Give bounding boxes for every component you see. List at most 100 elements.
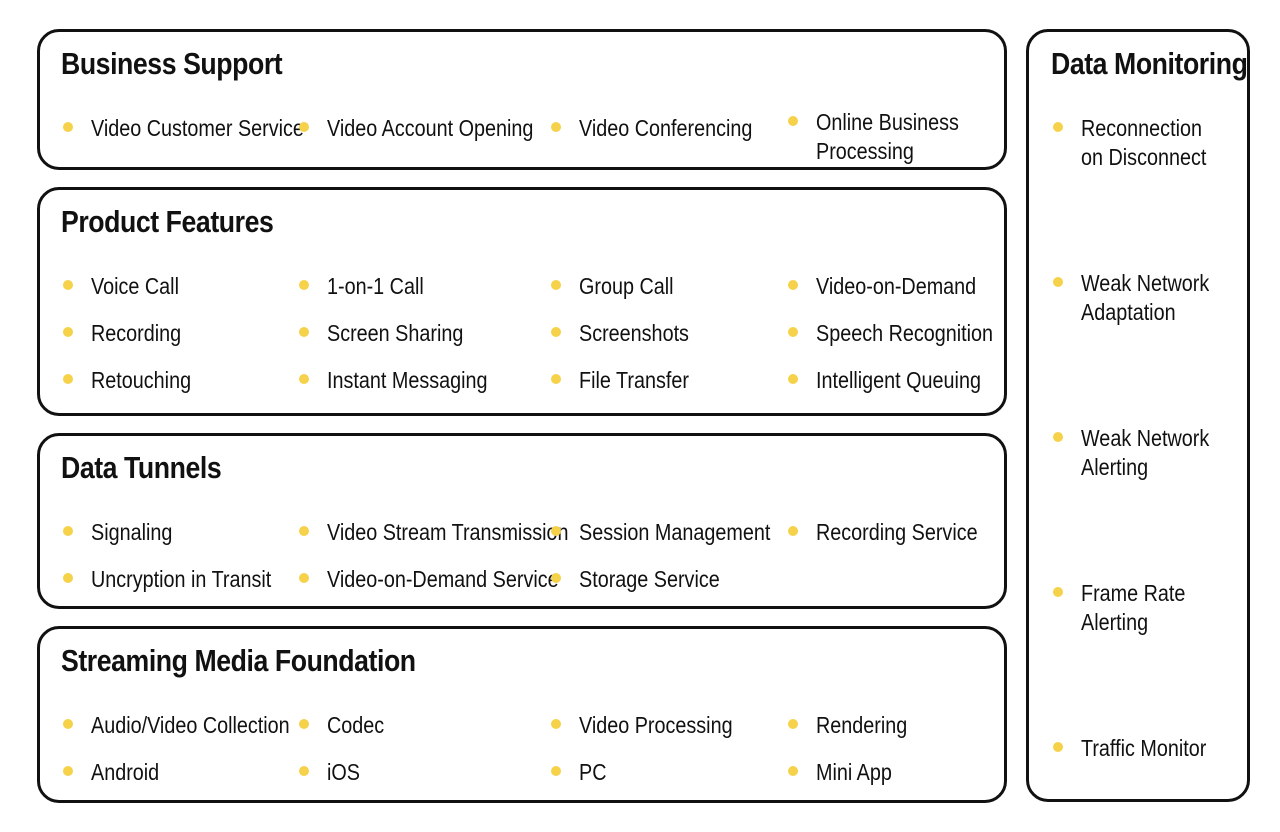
data-monitoring-panel: Data Monitoring Reconnection on Disconne… [1026,29,1250,802]
item-label: Uncryption in Transit [91,566,272,592]
item-label: Video-on-Demand Service [327,566,559,592]
bullet-icon [551,327,561,337]
bullet-icon [788,374,798,384]
streaming-media-foundation-panel: Streaming Media Foundation Audio/Video C… [37,626,1007,803]
list-item: Audio/Video Collection [63,711,322,740]
list-item: Screenshots [551,319,707,348]
item-label: Retouching [91,367,192,393]
item-label: Voice Call [91,273,179,299]
item-label: Audio/Video Collection [91,712,290,738]
list-item: Traffic Monitor [1053,734,1227,763]
bullet-icon [788,280,798,290]
item-label: Weak Network Adaptation [1081,270,1210,325]
bullet-icon [63,374,73,384]
bullet-icon [63,526,73,536]
list-item: Signaling [63,518,186,547]
bullet-icon [551,766,561,776]
list-item: Retouching [63,366,207,395]
list-item: PC [551,758,611,787]
list-item: Session Management [551,518,801,547]
bullet-icon [299,280,309,290]
item-label: Video Account Opening [327,115,534,141]
item-label: PC [579,759,607,785]
item-label: Online Business Processing [816,109,959,164]
bullet-icon [788,719,798,729]
list-item: Recording [63,319,196,348]
item-label: Video Conferencing [579,115,753,141]
item-label: Frame Rate Alerting [1081,580,1186,635]
bullet-icon [63,122,73,132]
item-label: File Transfer [579,367,689,393]
bullet-icon [788,766,798,776]
bullet-icon [1053,277,1063,287]
item-label: Video Stream Transmission [327,519,569,545]
list-item: Rendering [788,711,922,740]
item-label: Instant Messaging [327,367,488,393]
list-item: Video Stream Transmission [299,518,608,547]
bullet-icon [551,573,561,583]
bullet-icon [299,766,309,776]
bullet-icon [551,719,561,729]
list-item: Instant Messaging [299,366,514,395]
item-label: Video Processing [579,712,733,738]
bullet-icon [1053,432,1063,442]
item-label: Mini App [816,759,892,785]
panel-title: Data Monitoring [1051,46,1248,81]
item-label: Storage Service [579,566,720,592]
bullet-icon [63,327,73,337]
list-item: Frame Rate Alerting [1053,579,1202,637]
bullet-icon [551,280,561,290]
item-label: Recording Service [816,519,978,545]
bullet-icon [299,374,309,384]
bullet-icon [551,374,561,384]
panel-title: Streaming Media Foundation [61,643,416,678]
item-label: Speech Recognition [816,320,994,346]
list-item: Uncryption in Transit [63,565,301,594]
item-label: Signaling [91,519,173,545]
list-item: Codec [299,711,393,740]
item-label: 1-on-1 Call [327,273,424,299]
item-label: Android [91,759,160,785]
item-label: Session Management [579,519,771,545]
list-item: Screen Sharing [299,319,486,348]
list-item: Speech Recognition [788,319,1022,348]
bullet-icon [788,526,798,536]
bullet-icon [63,573,73,583]
list-item: iOS [299,758,365,787]
product-features-panel: Product Features Voice Call 1-on-1 Call … [37,187,1007,416]
bullet-icon [551,122,561,132]
bullet-icon [788,327,798,337]
item-label: Traffic Monitor [1081,735,1207,761]
list-item: Weak Network Adaptation [1053,269,1230,327]
bullet-icon [299,573,309,583]
list-item: Android [63,758,170,787]
list-item: Mini App [788,758,904,787]
bullet-icon [551,526,561,536]
list-item: 1-on-1 Call [299,272,440,301]
bullet-icon [299,122,309,132]
list-item: Recording Service [788,518,1004,547]
bullet-icon [299,327,309,337]
item-label: Weak Network Alerting [1081,425,1210,480]
list-item: Group Call [551,272,689,301]
bullet-icon [63,280,73,290]
bullet-icon [1053,742,1063,752]
item-label: Screenshots [579,320,689,346]
item-label: Rendering [816,712,908,738]
list-item: Voice Call [63,272,193,301]
bullet-icon [299,526,309,536]
item-label: Screen Sharing [327,320,464,346]
item-label: Intelligent Queuing [816,367,981,393]
bullet-icon [63,719,73,729]
item-label: Group Call [579,273,674,299]
list-item: Video Account Opening [299,114,567,143]
list-item: Storage Service [551,565,743,594]
bullet-icon [1053,122,1063,132]
list-item: Weak Network Alerting [1053,424,1230,482]
data-tunnels-panel: Data Tunnels Signaling Video Stream Tran… [37,433,1007,609]
list-item: Video Conferencing [551,114,781,143]
list-item: Video Customer Service [63,114,339,143]
item-label: Codec [327,712,385,738]
list-item: File Transfer [551,366,707,395]
panel-title: Data Tunnels [61,450,222,485]
